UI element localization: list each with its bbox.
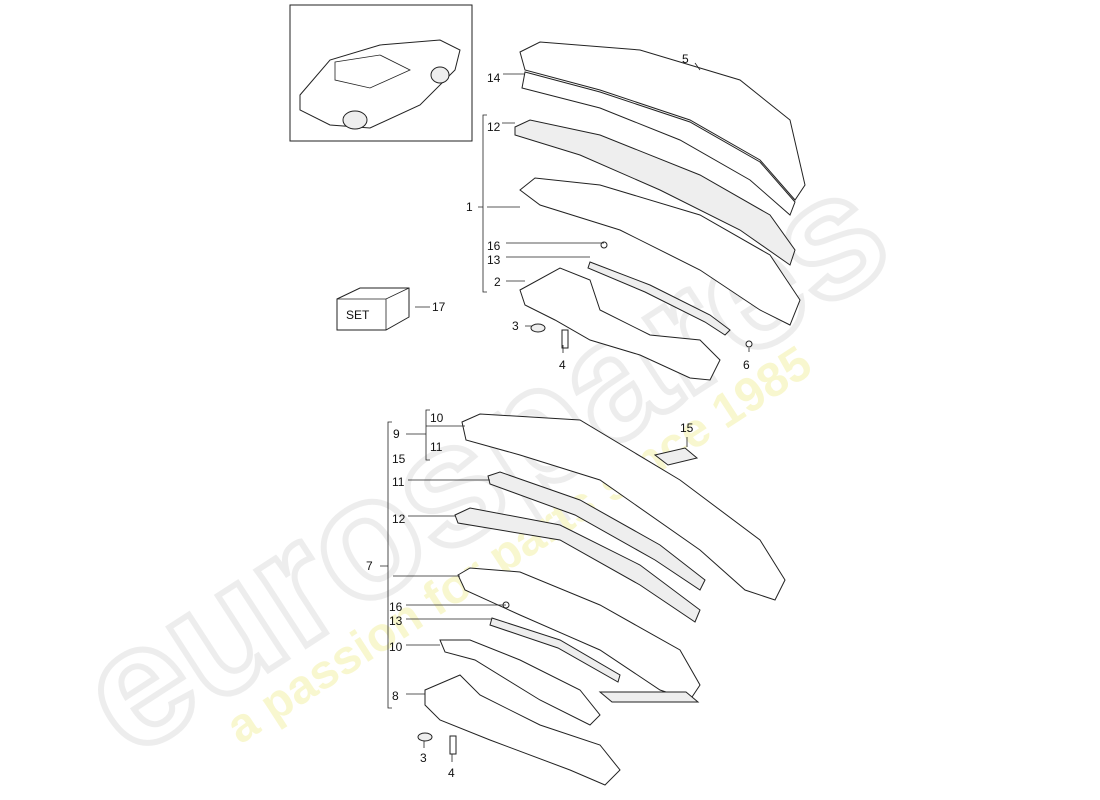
callout-3: 3 bbox=[512, 319, 519, 333]
set-box-icon: SET bbox=[336, 287, 410, 331]
callout-4: 4 bbox=[559, 358, 566, 372]
lower-callouts: 10 9 11 15 11 12 7 16 13 10 8 3 4 15 bbox=[366, 411, 694, 780]
callout-7: 7 bbox=[366, 559, 373, 573]
upper-spoiler-assembly bbox=[514, 41, 806, 381]
callout-5: 5 bbox=[682, 52, 689, 66]
callout-2: 2 bbox=[494, 275, 501, 289]
upper-callouts: 5 14 12 1 16 13 2 3 4 6 17 bbox=[432, 52, 750, 372]
vehicle-thumbnail bbox=[289, 4, 473, 142]
callout-10: 10 bbox=[430, 411, 444, 425]
callout-6: 6 bbox=[743, 358, 750, 372]
leader-lines bbox=[380, 62, 750, 762]
callout-9: 9 bbox=[393, 427, 400, 441]
callout-11: 11 bbox=[430, 440, 443, 454]
callout-14: 14 bbox=[487, 71, 501, 85]
callout-11b: 11 bbox=[392, 475, 405, 489]
callout-3: 3 bbox=[420, 751, 427, 765]
callout-1: 1 bbox=[466, 200, 473, 214]
callout-12: 12 bbox=[392, 512, 406, 526]
callout-8: 8 bbox=[392, 689, 399, 703]
callout-15: 15 bbox=[392, 452, 406, 466]
callout-12: 12 bbox=[487, 120, 501, 134]
callout-10b: 10 bbox=[389, 640, 403, 654]
set-box-text: SET bbox=[346, 308, 370, 322]
callout-4: 4 bbox=[448, 766, 455, 780]
callout-15b: 15 bbox=[680, 421, 694, 435]
callout-16: 16 bbox=[487, 239, 501, 253]
callout-13: 13 bbox=[389, 614, 403, 628]
callout-17: 17 bbox=[432, 300, 446, 314]
callout-13: 13 bbox=[487, 253, 501, 267]
lower-spoiler-assembly bbox=[417, 413, 786, 786]
callout-16: 16 bbox=[389, 600, 403, 614]
